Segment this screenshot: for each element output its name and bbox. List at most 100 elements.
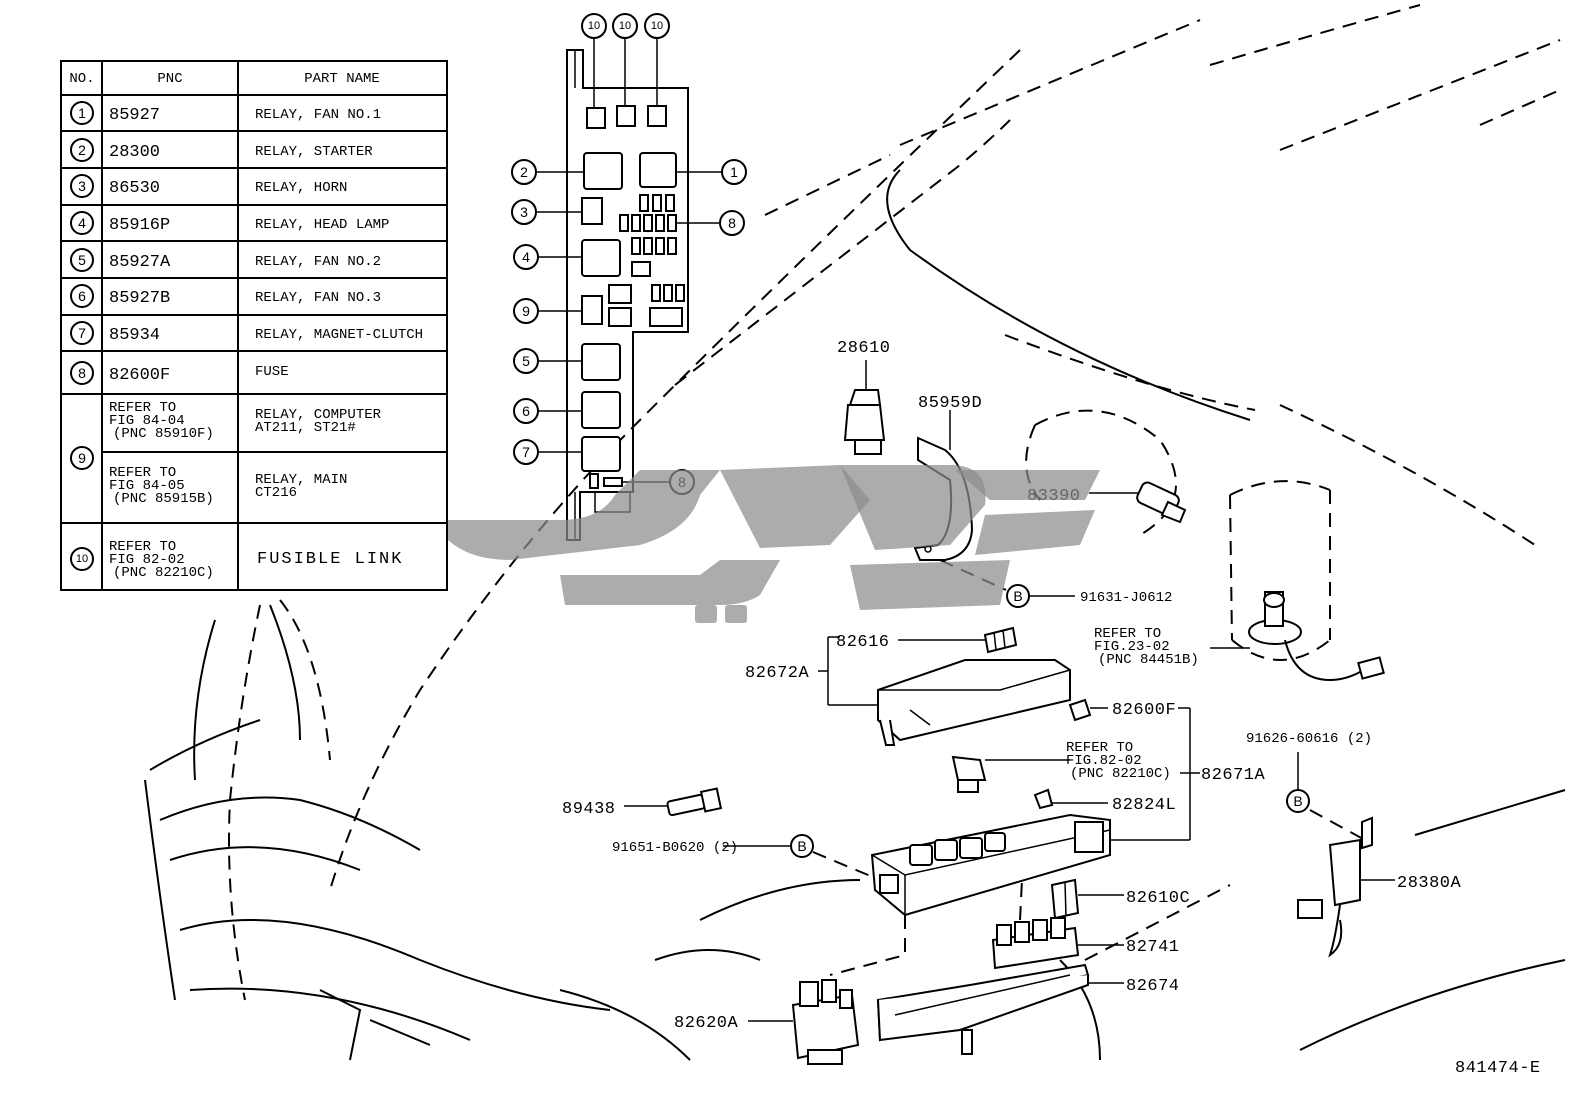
- connector-82741: [991, 879, 1124, 970]
- row-no: 6: [78, 288, 86, 304]
- row-part-name: RELAY, MAIN: [255, 472, 347, 488]
- relay-block-callouts: 10 10 10 2 3 4 9 5 6 7 1 8 8: [511, 13, 747, 495]
- washer-tank: [1210, 480, 1385, 682]
- row-no: 7: [78, 325, 86, 341]
- row-part-name: RELAY, MAGNET-CLUTCH: [255, 327, 423, 343]
- ref-2302-line: FIG.23-02: [1094, 639, 1170, 655]
- label-91626: 91626-60616 (2): [1246, 731, 1372, 747]
- callout-3: 3: [520, 204, 528, 220]
- row-pnc-line: FIG 84-04: [109, 413, 185, 429]
- row-pnc: 85927: [109, 106, 160, 125]
- relay-block-82671A: [829, 813, 1111, 976]
- relay-block-layout: [566, 49, 689, 541]
- ref-8202-line: (PNC 82210C): [1070, 766, 1171, 782]
- bolt-b-icon: B: [797, 838, 806, 854]
- row-no: 1: [78, 105, 86, 121]
- row-part-name: FUSIBLE LINK: [257, 550, 403, 569]
- table-row: 1 85927 RELAY, FAN NO.1: [70, 101, 381, 125]
- ref-2302-line: (PNC 84451B): [1098, 652, 1199, 668]
- row-no: 5: [78, 252, 86, 268]
- row-part-name: RELAY, FAN NO.1: [255, 107, 381, 123]
- row-pnc: 28300: [109, 143, 160, 162]
- callout-2: 2: [520, 164, 528, 180]
- row-pnc-line: (PNC 82210C): [113, 565, 214, 581]
- label-82620A: 82620A: [674, 1014, 739, 1033]
- starter-relay-28610: [843, 360, 886, 455]
- watermark-logo: [448, 465, 1100, 623]
- bolt-91626: B: [1286, 752, 1366, 841]
- row-pnc-line: (PNC 85910F): [113, 426, 214, 442]
- label-28380A: 28380A: [1397, 874, 1462, 893]
- callout-8: 8: [728, 215, 736, 231]
- row-pnc: 82600F: [109, 366, 170, 385]
- row-part-name: RELAY, COMPUTER: [255, 407, 382, 423]
- label-85959D: 85959D: [918, 394, 982, 413]
- callout-7: 7: [522, 444, 530, 460]
- table-row: 8 82600F FUSE: [70, 361, 289, 385]
- row-pnc-line: (PNC 85915B): [113, 491, 214, 507]
- callout-1: 1: [730, 164, 738, 180]
- row-part-name: RELAY, FAN NO.2: [255, 254, 381, 270]
- ref-8202-line: REFER TO: [1066, 740, 1133, 756]
- header-pnc: PNC: [157, 71, 182, 87]
- row-pnc-line: REFER TO: [109, 465, 176, 481]
- row-no: 4: [78, 215, 86, 231]
- row-pnc: 85934: [109, 326, 160, 345]
- ref-2302-line: REFER TO: [1094, 626, 1161, 642]
- clip-82616: [898, 626, 1018, 654]
- row-pnc: 85927B: [109, 289, 170, 308]
- label-82600F: 82600F: [1112, 701, 1176, 720]
- row-no: 2: [78, 142, 86, 158]
- fusible-link: [951, 755, 1070, 793]
- bolt-b-icon: B: [1293, 793, 1302, 809]
- relay-holder-82620A: [748, 979, 860, 1065]
- row-pnc-line: REFER TO: [109, 400, 176, 416]
- label-89438: 89438: [562, 800, 616, 819]
- table-row: 4 85916P RELAY, HEAD LAMP: [70, 211, 389, 235]
- callout-5: 5: [522, 353, 530, 369]
- row-part-name: RELAY, FAN NO.3: [255, 290, 381, 306]
- callout-4: 4: [522, 249, 530, 265]
- row-part-name: FUSE: [255, 364, 289, 380]
- callout-6: 6: [522, 403, 530, 419]
- sensor-89438: [624, 787, 723, 817]
- row-part-name: RELAY, HORN: [255, 180, 347, 196]
- row-part-name: RELAY, STARTER: [255, 144, 373, 160]
- row-part-name: CT216: [255, 485, 297, 501]
- row-no: 10: [76, 553, 88, 565]
- table-row: 2 28300 RELAY, STARTER: [70, 138, 373, 162]
- table-row: 3 86530 RELAY, HORN: [70, 174, 347, 198]
- row-part-name: RELAY, HEAD LAMP: [255, 217, 389, 233]
- row-no: 8: [78, 365, 86, 381]
- row-pnc: 85927A: [109, 253, 171, 272]
- row-part-name: AT211, ST21#: [255, 420, 356, 436]
- label-91631: 91631-J0612: [1080, 590, 1172, 606]
- cover-82672A: [818, 636, 1071, 746]
- row-no: 3: [78, 178, 86, 194]
- table-row: 9 REFER TO FIG 84-04 (PNC 85910F) RELAY,…: [70, 400, 382, 507]
- lower-case-82674: [876, 884, 1231, 1055]
- callout-10: 10: [651, 20, 663, 32]
- fuse-82824L: [1033, 788, 1108, 810]
- parts-table: NO. PNC PART NAME 1 85927 RELAY, FAN NO.…: [60, 60, 448, 591]
- row-pnc-line: FIG 84-05: [109, 478, 185, 494]
- label-82672A: 82672A: [745, 664, 810, 683]
- fuse-82600F: [1068, 698, 1108, 722]
- label-82741: 82741: [1126, 938, 1180, 957]
- table-row: 6 85927B RELAY, FAN NO.3: [70, 284, 381, 308]
- label-28610: 28610: [837, 339, 891, 358]
- table-row: 7 85934 RELAY, MAGNET-CLUTCH: [70, 321, 423, 345]
- switch-83390: [1025, 409, 1187, 536]
- label-82674: 82674: [1126, 977, 1180, 996]
- callout-9: 9: [522, 303, 530, 319]
- relay-28380A: [1297, 816, 1395, 958]
- table-row: 5 85927A RELAY, FAN NO.2: [70, 248, 381, 272]
- row-pnc-line: FIG 82-02: [109, 552, 185, 568]
- label-82671A: 82671A: [1201, 766, 1266, 785]
- row-no: 9: [78, 450, 86, 466]
- label-82610C: 82610C: [1126, 889, 1190, 908]
- bolt-b-icon: B: [1013, 588, 1022, 604]
- table-row: 10 REFER TO FIG 82-02 (PNC 82210C) FUSIB…: [70, 539, 403, 581]
- header-no: NO.: [69, 71, 94, 87]
